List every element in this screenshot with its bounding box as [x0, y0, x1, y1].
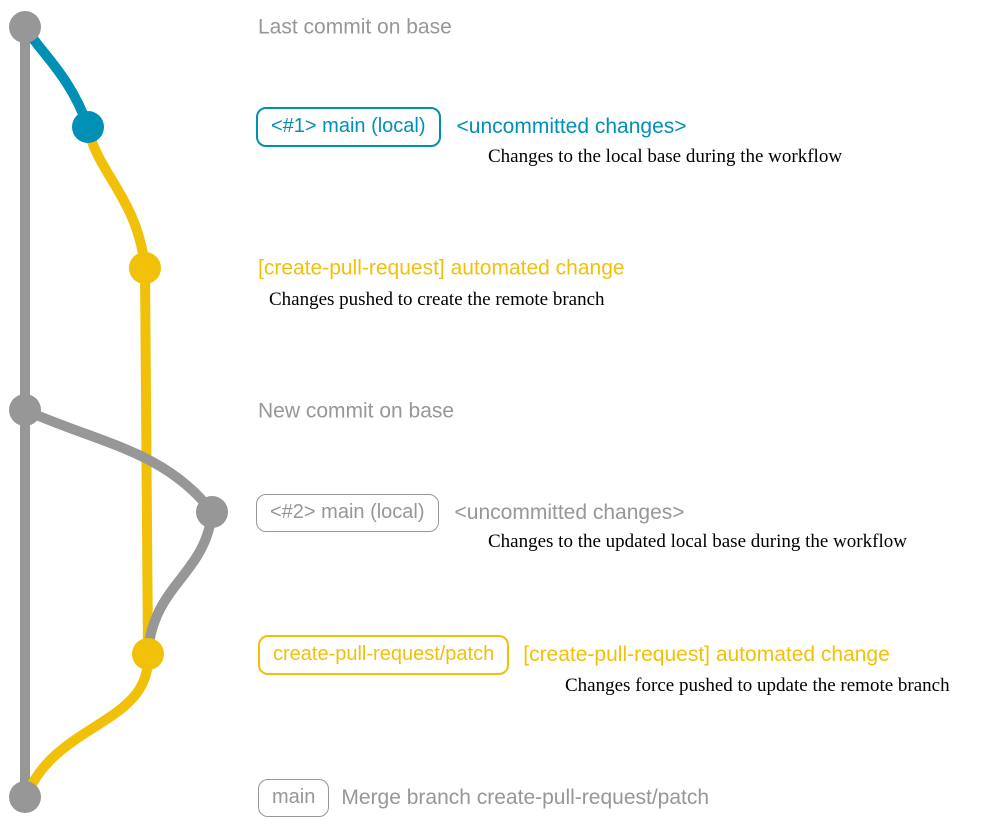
row-pr-commit-2: create-pull-request/patch [create-pull-r… — [258, 635, 890, 675]
edge-local-changes — [20, 22, 93, 132]
commit-message: <uncommitted changes> — [454, 501, 685, 525]
row-last-commit: Last commit on base — [258, 14, 452, 39]
commit-dot-pr-commit-2 — [132, 638, 164, 670]
commit-dot-uncommitted-1 — [72, 111, 104, 143]
edge-updated-local-into-patch — [143, 507, 217, 659]
commit-description: Changes to the local base during the wor… — [488, 146, 843, 167]
commit-message: Merge branch create-pull-request/patch — [341, 786, 710, 810]
row-pr-commit-1: [create-pull-request] automated change — [258, 255, 625, 280]
branch-label-badge: main — [258, 779, 330, 817]
row-uncommitted-2: <#2> main (local) <uncommitted changes> — [256, 494, 685, 532]
commit-description: Changes to the updated local base during… — [488, 531, 907, 552]
branch-label-badge: <#2> main (local) — [256, 494, 439, 532]
commit-dot-new-base — [9, 394, 41, 426]
commit-description: Changes force pushed to update the remot… — [565, 675, 950, 696]
commit-dot-pr-commit-1 — [129, 252, 161, 284]
row-uncommitted-1: <#1> main (local) <uncommitted changes> — [256, 107, 687, 147]
commit-dot-merge — [9, 781, 41, 813]
commit-dot-uncommitted-2 — [196, 496, 228, 528]
branch-label-badge: <#1> main (local) — [256, 107, 441, 147]
branch-label-badge: create-pull-request/patch — [258, 635, 510, 675]
commit-message: <uncommitted changes> — [456, 115, 687, 139]
commit-description: Changes pushed to create the remote bran… — [269, 289, 605, 310]
commit-message: [create-pull-request] automated change — [258, 256, 625, 280]
commit-message: [create-pull-request] automated change — [523, 643, 890, 667]
commit-dot-last-base — [9, 11, 41, 43]
commit-message: Last commit on base — [258, 15, 452, 39]
row-merge-commit: main Merge branch create-pull-request/pa… — [258, 779, 709, 817]
commit-message: New commit on base — [258, 399, 455, 423]
edge-patch-branch-out — [83, 122, 150, 273]
edge-patch-merge-into-main — [21, 649, 154, 802]
edge-patch-branch-vertical — [140, 263, 153, 659]
edge-updated-local-out — [20, 405, 217, 517]
row-new-commit: New commit on base — [258, 398, 454, 423]
